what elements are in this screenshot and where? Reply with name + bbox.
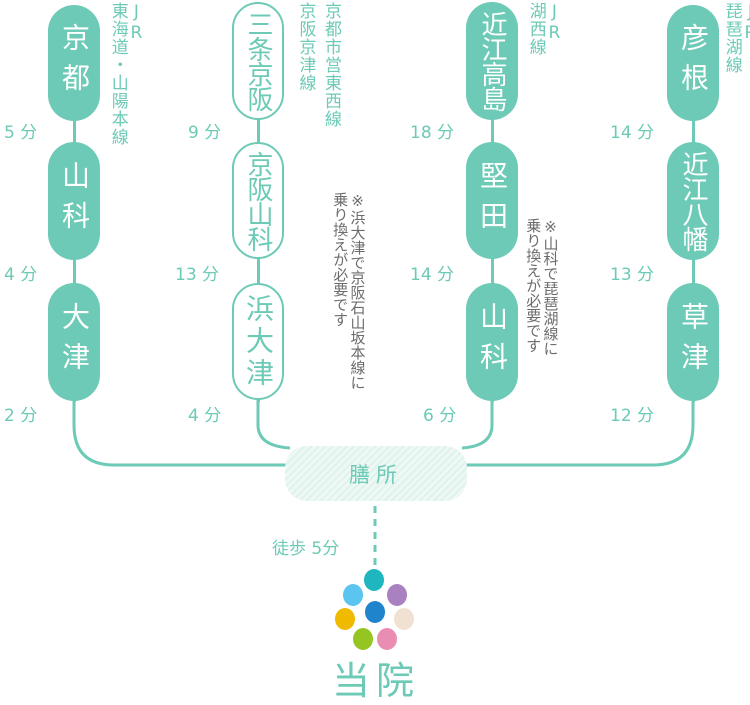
station-label: 京阪山科	[243, 150, 273, 251]
route-3-time-3: 6 分	[423, 406, 457, 426]
station-label: 大津	[58, 302, 91, 382]
route-1-station-1: 京都	[48, 5, 100, 121]
station-label: 近江八幡	[678, 151, 708, 251]
route-3-station-2: 堅田	[466, 142, 518, 259]
hub-station-box: 膳所	[285, 446, 467, 501]
route-2-time-1: 9 分	[188, 123, 222, 143]
route-1-time-2: 4 分	[4, 265, 38, 285]
route-4-station-1: 彦根	[667, 5, 719, 121]
destination-label: 当院	[332, 659, 421, 703]
station-label: 近江高島	[477, 11, 507, 111]
connector-route-2	[256, 400, 291, 450]
route-1-station-2: 山科	[48, 142, 100, 260]
logo-dot	[387, 584, 407, 606]
walk-time-label: 徒歩 5分	[272, 539, 340, 559]
connector-route-4	[462, 400, 695, 467]
route-3-time-1: 18 分	[410, 123, 455, 143]
route-4-station-3: 草津	[667, 283, 719, 401]
route-3-transfer-note: ※山科で琵琶湖線に 乗り換えが必要です	[524, 218, 560, 356]
route-2-line-name: 京都市営東西線 京阪京津線	[295, 2, 342, 128]
route-3-time-2: 14 分	[410, 265, 455, 285]
route-1-time-3: 2 分	[4, 406, 38, 426]
logo-dot	[377, 628, 397, 650]
route-2-transfer-note: ※浜大津で京阪石山坂本線に 乗り換えが必要です	[331, 192, 367, 390]
logo-dot	[365, 601, 385, 623]
route-4-station-2: 近江八幡	[667, 142, 719, 260]
route-2-station-2: 京阪山科	[232, 142, 284, 259]
station-label: 堅田	[476, 160, 509, 241]
route-2-station-1: 三条京阪	[232, 2, 284, 120]
route-3-station-3: 山科	[466, 283, 518, 401]
route-4-line-name: JR 琵琶湖線	[721, 2, 750, 74]
logo-dot	[394, 608, 414, 630]
clinic-logo	[335, 569, 414, 650]
station-label: 浜大津	[242, 293, 275, 390]
route-4-time-2: 13 分	[610, 265, 655, 285]
route-3-station-1: 近江高島	[466, 2, 518, 120]
logo-dot	[335, 608, 355, 630]
route-2-station-3: 浜大津	[232, 283, 284, 400]
logo-dot	[364, 569, 384, 591]
station-label: 山科	[58, 161, 91, 241]
route-2-time-2: 13 分	[175, 265, 220, 285]
station-label: 草津	[677, 302, 710, 382]
hub-station-label: 膳所	[349, 462, 403, 487]
connector-route-3	[461, 400, 494, 450]
route-1-station-3: 大津	[48, 283, 100, 401]
station-label: 京都	[58, 23, 91, 103]
route-2-time-3: 4 分	[188, 406, 222, 426]
station-label: 山科	[476, 302, 509, 382]
route-4-time-1: 14 分	[610, 123, 655, 143]
route-3-line-name: JR 湖西線	[525, 2, 565, 56]
connector-route-1	[72, 400, 290, 467]
route-1-time-1: 5 分	[4, 123, 38, 143]
route-1-line-name: JR 東海道・山陽本線	[107, 2, 147, 146]
route-4-time-3: 12 分	[610, 406, 655, 426]
logo-dot	[353, 628, 373, 650]
station-label: 三条京阪	[243, 11, 273, 111]
logo-dot	[343, 584, 363, 606]
station-label: 彦根	[677, 23, 710, 103]
